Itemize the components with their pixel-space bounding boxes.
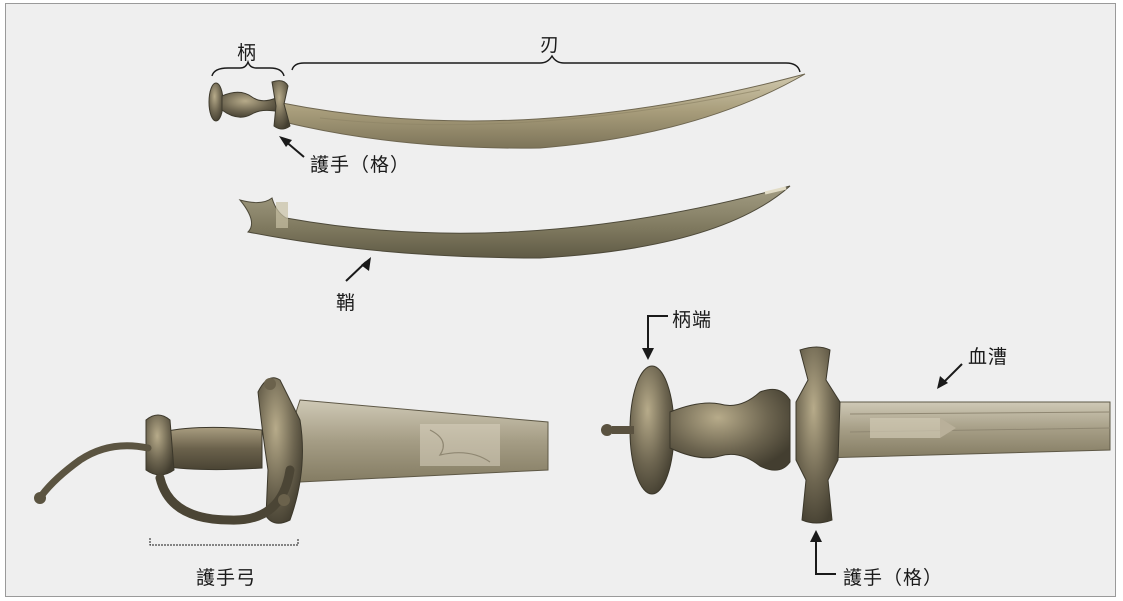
top-sword-blade bbox=[282, 74, 805, 148]
label-guard-top: 護手（格） bbox=[310, 150, 410, 177]
top-sword-grip bbox=[222, 92, 280, 117]
right-sword-grip bbox=[670, 389, 790, 470]
top-sword-pommel bbox=[209, 83, 223, 121]
right-sword-crossguard bbox=[796, 347, 840, 523]
guard-top-arrow bbox=[279, 136, 304, 157]
label-scabbard: 鞘 bbox=[336, 288, 356, 315]
knuckle-bow-sword-grip bbox=[162, 427, 262, 469]
blade-bracket bbox=[292, 56, 800, 72]
scabbard bbox=[240, 186, 790, 258]
pommel-arrow bbox=[642, 316, 668, 360]
knuckle-bow-sword-pommel bbox=[146, 415, 174, 475]
scabbard-arrow bbox=[346, 257, 371, 281]
label-guard-bottom: 護手（格） bbox=[843, 563, 943, 590]
label-hilt: 柄 bbox=[237, 38, 257, 65]
label-knuckle-bow: 護手弓 bbox=[196, 563, 256, 590]
fuller-arrow bbox=[937, 364, 962, 389]
label-blade: 刃 bbox=[540, 30, 560, 57]
scabbard-body bbox=[240, 186, 790, 258]
right-sword bbox=[601, 347, 1110, 523]
label-pommel: 柄端 bbox=[672, 305, 712, 332]
knuckle-bow-sword bbox=[34, 378, 548, 523]
knuckle-bow-bracket bbox=[150, 538, 298, 545]
right-sword-pommel bbox=[630, 366, 674, 494]
label-fuller: 血漕 bbox=[968, 342, 1008, 369]
top-sword bbox=[209, 74, 805, 148]
guard-bottom-arrow bbox=[810, 530, 836, 574]
